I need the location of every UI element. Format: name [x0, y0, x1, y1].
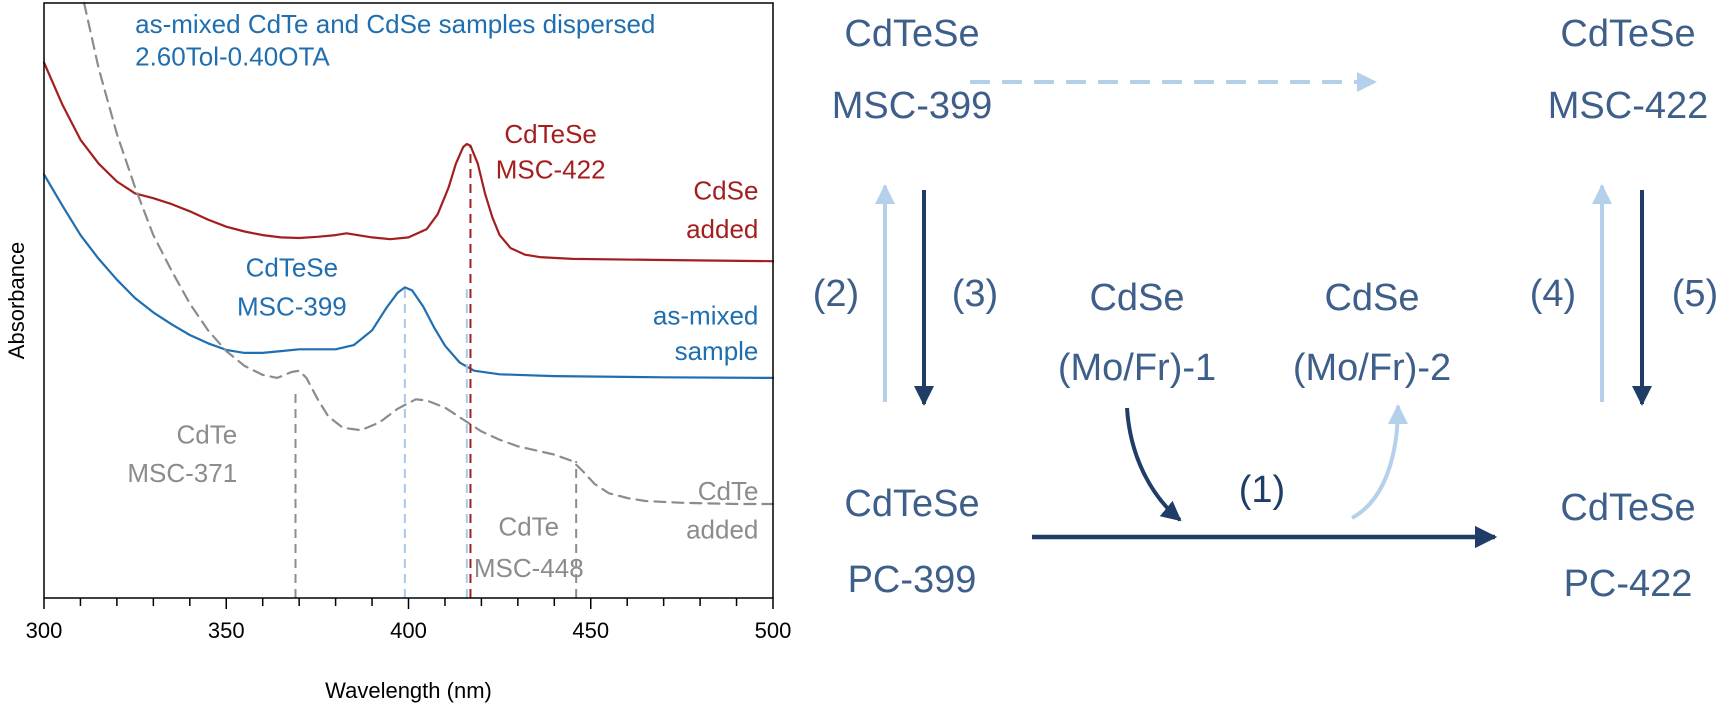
annotation-blue_asmixed: as-mixed [653, 300, 758, 330]
node-mofr1-line2: (Mo/Fr)-1 [1058, 347, 1216, 389]
node-msc422: CdTeSe MSC-422 [1548, 13, 1709, 127]
absorbance-chart: 300 350 400 450 500 as-mixed CdTe and CdSe s… [4, 1, 791, 703]
node-msc399: CdTeSe MSC-399 [832, 13, 993, 127]
x-tick-label: 500 [755, 618, 792, 643]
annotation-subtitle_line2: 2.60Tol-0.40OTA [135, 41, 330, 71]
axes-layer: 300 350 400 450 500 [26, 598, 792, 643]
annotation-gray_cdte1: CdTe [176, 419, 237, 449]
annotation-red_added: added [686, 214, 758, 244]
annotation-gray_msc448: MSC-448 [474, 553, 584, 583]
step-label-2: (2) [813, 273, 859, 315]
step-label-3: (3) [952, 273, 998, 315]
annotation-gray_added: added [686, 515, 758, 545]
y-axis-label: Absorbance [4, 242, 29, 359]
node-msc422-line1: CdTeSe [1560, 13, 1695, 55]
node-msc422-line2: MSC-422 [1548, 85, 1709, 127]
node-msc399-line1: CdTeSe [844, 13, 979, 55]
series-line-3 [83, 1, 775, 506]
chart-lines-layer [42, 1, 775, 506]
node-pc399-line1: CdTeSe [844, 483, 979, 525]
annotation-red_cdtese: CdTeSe [504, 119, 597, 149]
annotation-red_msc422: MSC-422 [496, 155, 606, 185]
annotation-blue_sample: sample [675, 336, 759, 366]
node-pc422-line2: PC-422 [1564, 563, 1693, 605]
annotation-blue_msc399: MSC-399 [237, 291, 347, 321]
step-label-1: (1) [1239, 469, 1285, 511]
x-tick-label: 450 [572, 618, 609, 643]
node-msc399-line2: MSC-399 [832, 85, 993, 127]
annotation-red_cdse: CdSe [693, 175, 758, 205]
annotation-gray_cdte3: CdTe [698, 476, 759, 506]
step-label-4: (4) [1530, 273, 1576, 315]
arrow-mofr2-formed [1351, 404, 1408, 520]
node-mofr1-line1: CdSe [1089, 277, 1184, 319]
reaction-scheme: CdTeSe MSC-399 CdTeSe MSC-422 CdTeSe PC-… [813, 13, 1718, 605]
arrow-mofr1-consumed [1125, 407, 1182, 522]
x-tick-label: 300 [26, 618, 63, 643]
node-mofr2-line1: CdSe [1324, 277, 1419, 319]
annotations-layer: as-mixed CdTe and CdSe samples dispersed… [127, 9, 758, 583]
series-line-1 [42, 61, 775, 263]
x-axis-label: Wavelength (nm) [325, 678, 492, 703]
annotation-gray_msc371: MSC-371 [127, 458, 237, 488]
x-tick-label: 400 [390, 618, 427, 643]
node-pc422-line1: CdTeSe [1560, 487, 1695, 529]
annotation-subtitle_line1: as-mixed CdTe and CdSe samples dispersed [135, 9, 655, 39]
reference-lines-layer [294, 145, 578, 598]
node-pc399-line2: PC-399 [848, 559, 977, 601]
x-tick-label: 350 [208, 618, 245, 643]
annotation-gray_cdte2: CdTe [498, 512, 559, 542]
step-label-5: (5) [1672, 273, 1718, 315]
series-line-2 [42, 173, 775, 379]
annotation-blue_cdtese: CdTeSe [246, 253, 339, 283]
node-pc422: CdTeSe PC-422 [1560, 487, 1695, 605]
node-mofr2: CdSe (Mo/Fr)-2 [1293, 277, 1451, 389]
node-mofr2-line2: (Mo/Fr)-2 [1293, 347, 1451, 389]
node-pc399: CdTeSe PC-399 [844, 483, 979, 601]
node-mofr1: CdSe (Mo/Fr)-1 [1058, 277, 1216, 389]
